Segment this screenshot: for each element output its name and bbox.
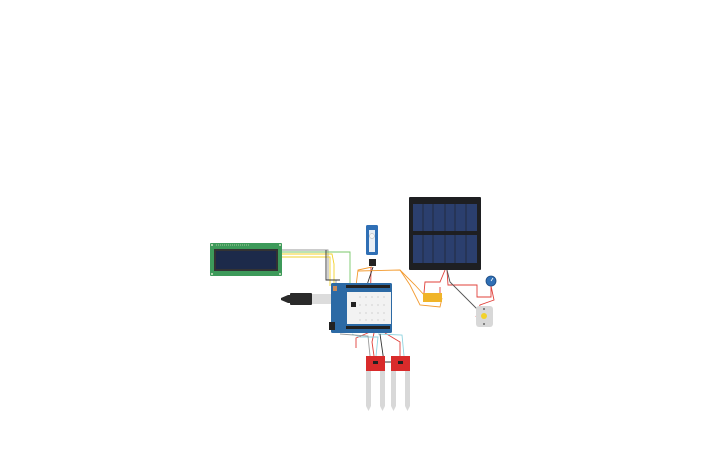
soil-moisture-sensor-2[interactable] bbox=[391, 356, 410, 411]
relay[interactable] bbox=[423, 293, 442, 302]
wire-orange-long[interactable] bbox=[399, 269, 443, 308]
wire-lcd-yellow2[interactable] bbox=[282, 256, 331, 286]
potentiometer[interactable] bbox=[485, 275, 497, 287]
servo-motor[interactable] bbox=[366, 225, 378, 266]
wire-lcd-green[interactable] bbox=[282, 251, 351, 286]
wire-orange-relay[interactable] bbox=[357, 269, 426, 297]
wire-sensor-cyan2[interactable] bbox=[377, 333, 405, 357]
wire-sensor-gray[interactable] bbox=[339, 333, 371, 357]
dc-motor[interactable] bbox=[476, 306, 493, 327]
wire-solar-red2[interactable] bbox=[446, 269, 492, 298]
solar-panel[interactable] bbox=[409, 197, 481, 270]
wire-solar-red[interactable] bbox=[423, 269, 446, 294]
wire-lcd-yellow[interactable] bbox=[282, 253, 335, 288]
wire-lcd-black[interactable] bbox=[325, 250, 340, 281]
soil-moisture-sensor-1[interactable] bbox=[366, 356, 385, 411]
wire-lcd-gray[interactable] bbox=[282, 249, 337, 287]
usb-cable[interactable] bbox=[281, 293, 332, 305]
wire-sensor-red1[interactable] bbox=[371, 332, 375, 357]
wire-sensor-red2[interactable] bbox=[384, 332, 401, 356]
wire-servo-orange[interactable] bbox=[355, 266, 373, 287]
arduino-uno[interactable] bbox=[329, 283, 392, 333]
wire-solar-black[interactable] bbox=[446, 269, 479, 311]
lcd-display[interactable] bbox=[210, 243, 282, 276]
